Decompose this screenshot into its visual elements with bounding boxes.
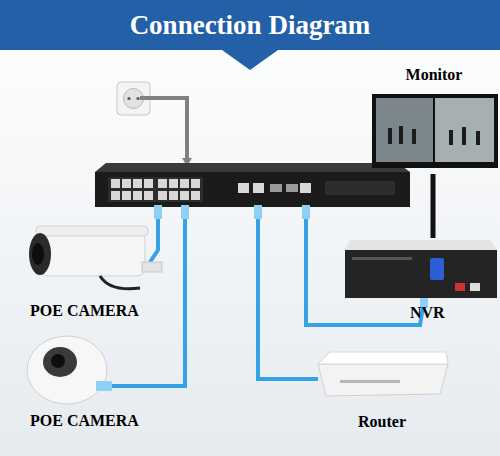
outlet-pin bbox=[127, 97, 130, 100]
camera-lens-ring bbox=[29, 233, 51, 275]
led-panel bbox=[325, 181, 395, 195]
port bbox=[144, 179, 153, 188]
monitor-node: Monitor bbox=[368, 64, 500, 174]
port bbox=[169, 191, 178, 200]
port-block bbox=[108, 177, 203, 202]
power-cord bbox=[140, 98, 187, 165]
port bbox=[300, 183, 311, 193]
diagram-title: Connection Diagram bbox=[0, 9, 500, 41]
header-band bbox=[0, 0, 500, 50]
nvr-box bbox=[345, 250, 497, 298]
port bbox=[144, 191, 153, 200]
figure bbox=[399, 126, 403, 144]
rj45-plug bbox=[154, 205, 162, 219]
port bbox=[253, 183, 264, 193]
router-top bbox=[318, 352, 448, 364]
dome-lens-ring bbox=[43, 347, 77, 377]
port bbox=[180, 191, 189, 200]
device-label: NVR bbox=[410, 304, 470, 322]
port bbox=[191, 191, 200, 200]
router bbox=[318, 364, 448, 396]
switch-top bbox=[95, 163, 410, 172]
camera-mount bbox=[142, 262, 162, 272]
figure bbox=[388, 128, 392, 144]
port bbox=[180, 179, 189, 188]
nvr-node: NVR bbox=[340, 238, 498, 324]
outlet-pin bbox=[136, 97, 139, 100]
port bbox=[238, 183, 249, 193]
camera-lens bbox=[32, 243, 44, 265]
figure bbox=[476, 131, 480, 145]
connector-line bbox=[431, 174, 436, 238]
port bbox=[133, 191, 142, 200]
monitor-screen bbox=[376, 98, 433, 162]
dome-lens bbox=[51, 354, 65, 368]
rj45-plug bbox=[302, 205, 310, 219]
nvr-vent bbox=[352, 257, 412, 260]
device-label: POE CAMERA bbox=[30, 412, 145, 430]
port bbox=[111, 191, 120, 200]
port bbox=[191, 179, 200, 188]
router-leds bbox=[340, 380, 400, 383]
header-notch bbox=[222, 50, 278, 70]
device-label: Monitor bbox=[368, 66, 500, 84]
monitor-frame bbox=[372, 94, 498, 168]
vga-connector bbox=[430, 258, 444, 280]
nvr-top bbox=[345, 240, 497, 250]
port bbox=[111, 179, 120, 188]
poe-switch bbox=[95, 172, 410, 207]
switch-ports bbox=[108, 177, 395, 202]
audio-port bbox=[455, 283, 465, 291]
port bbox=[122, 191, 131, 200]
camera-pigtail bbox=[100, 276, 140, 289]
bullet-camera bbox=[40, 232, 145, 276]
port bbox=[133, 179, 142, 188]
monitor-stand-cable bbox=[433, 174, 434, 238]
rj45-plug bbox=[96, 381, 112, 391]
figure bbox=[449, 130, 453, 145]
usb-port bbox=[470, 283, 480, 291]
network-cable bbox=[258, 205, 318, 379]
rj45-plug bbox=[254, 205, 262, 219]
device-label: POE CAMERA bbox=[30, 302, 160, 320]
rj45-plug bbox=[181, 205, 189, 219]
camera-node: POE CAMERA bbox=[15, 330, 145, 434]
sfp-port bbox=[286, 184, 298, 192]
figure bbox=[412, 129, 416, 144]
device-label: Router bbox=[358, 413, 458, 431]
router-node: Router bbox=[300, 345, 470, 435]
port bbox=[158, 191, 167, 200]
sfp-port bbox=[270, 184, 282, 192]
camera-node: POE CAMERA bbox=[15, 222, 165, 324]
dome-camera bbox=[27, 336, 107, 404]
port bbox=[122, 179, 131, 188]
people-figures bbox=[388, 126, 480, 145]
monitor-screen bbox=[435, 98, 494, 162]
figure bbox=[462, 127, 466, 145]
port bbox=[158, 179, 167, 188]
port bbox=[169, 179, 178, 188]
sunshield bbox=[36, 226, 148, 236]
